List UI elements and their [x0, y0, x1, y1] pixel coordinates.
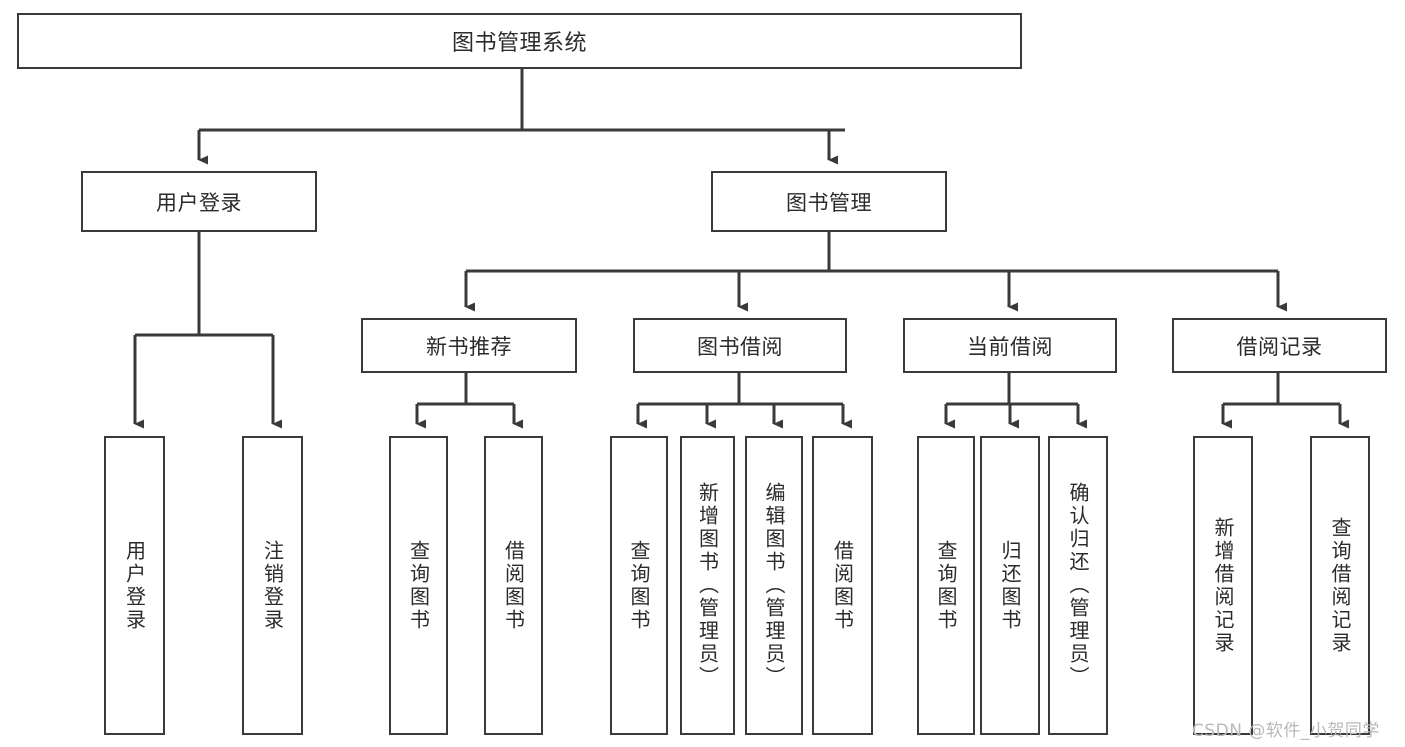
node-new-book-recommend[interactable]: 新书推荐 [361, 318, 577, 373]
node-leaf-edit-book-label: 编辑图书（管理员） [762, 482, 786, 689]
node-root[interactable]: 图书管理系统 [17, 13, 1022, 69]
node-leaf-add-book-label: 新增图书（管理员） [695, 482, 720, 689]
node-leaf-user-logout[interactable]: 注销登录 [242, 436, 303, 735]
node-leaf-borrow-book-2[interactable]: 借阅图书 [812, 436, 873, 735]
node-current-borrow[interactable]: 当前借阅 [903, 318, 1117, 373]
node-borrow-record[interactable]: 借阅记录 [1172, 318, 1387, 373]
node-current-borrow-label: 当前借阅 [967, 334, 1053, 359]
node-leaf-add-record-label: 新增借阅记录 [1211, 516, 1235, 655]
csdn-watermark: CSDN @软件_小贺同学 [1192, 721, 1380, 741]
node-leaf-add-book[interactable]: 新增图书（管理员） [680, 436, 735, 735]
node-leaf-query-record-label: 查询借阅记录 [1328, 516, 1352, 655]
node-new-book-recommend-label: 新书推荐 [426, 334, 512, 359]
node-leaf-borrow-book-2-label: 借阅图书 [830, 539, 855, 632]
node-leaf-return-book-label: 归还图书 [998, 539, 1022, 632]
node-user-login[interactable]: 用户登录 [81, 171, 317, 232]
node-book-manage[interactable]: 图书管理 [711, 171, 947, 232]
node-leaf-borrow-book-1-label: 借阅图书 [501, 539, 526, 632]
node-leaf-query-book-2[interactable]: 查询图书 [610, 436, 668, 735]
node-leaf-query-book-3-label: 查询图书 [934, 539, 958, 632]
node-leaf-user-login[interactable]: 用户登录 [104, 436, 165, 735]
node-leaf-confirm-return[interactable]: 确认归还（管理员） [1048, 436, 1108, 735]
node-leaf-add-record[interactable]: 新增借阅记录 [1193, 436, 1253, 735]
node-leaf-edit-book[interactable]: 编辑图书（管理员） [745, 436, 803, 735]
node-book-borrow[interactable]: 图书借阅 [633, 318, 847, 373]
node-leaf-query-book-1[interactable]: 查询图书 [389, 436, 448, 735]
node-leaf-query-book-1-label: 查询图书 [406, 539, 431, 632]
node-borrow-record-label: 借阅记录 [1236, 334, 1323, 359]
node-leaf-user-login-label: 用户登录 [122, 539, 147, 632]
node-leaf-query-record[interactable]: 查询借阅记录 [1310, 436, 1370, 735]
node-book-manage-label: 图书管理 [786, 190, 872, 215]
node-leaf-query-book-2-label: 查询图书 [627, 539, 651, 632]
node-leaf-query-book-3[interactable]: 查询图书 [917, 436, 975, 735]
node-leaf-borrow-book-1[interactable]: 借阅图书 [484, 436, 543, 735]
node-root-label: 图书管理系统 [451, 31, 587, 56]
node-book-borrow-label: 图书借阅 [697, 334, 783, 359]
node-leaf-user-logout-label: 注销登录 [260, 539, 285, 632]
node-user-login-label: 用户登录 [156, 190, 242, 215]
node-leaf-confirm-return-label: 确认归还（管理员） [1066, 482, 1090, 689]
node-leaf-return-book[interactable]: 归还图书 [980, 436, 1040, 735]
